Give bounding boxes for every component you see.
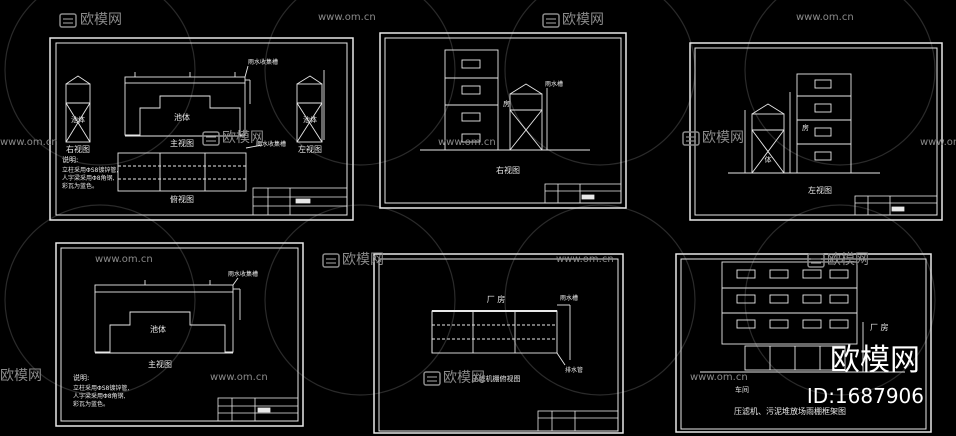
watermark-url: www.om.cn	[556, 254, 614, 265]
shed-frame	[744, 92, 791, 174]
sheet2-house-label: 房	[503, 99, 510, 108]
sheet5-drain-label: 排水管	[565, 366, 583, 374]
sheet4-note-title: 说明:	[73, 373, 89, 382]
sheet4-note-line-1: 立柱采用ΦS8镀锌管,	[73, 384, 129, 392]
watermark-logo-text: 欧模网	[562, 12, 604, 28]
sheet1-note-line-2: 人字梁采用Φ8角钢,	[62, 174, 115, 182]
watermark-logo-text: 欧模网	[342, 252, 384, 268]
watermark-logo-text: 欧模网	[222, 130, 264, 146]
watermark-url: www.om.cn	[0, 137, 58, 148]
sheet2-view-label: 右视图	[496, 165, 520, 175]
sheet1-gutter-label: 雨水收集槽	[248, 58, 278, 66]
sheet5-rain-label: 雨水槽	[560, 294, 578, 302]
sheet4-main-view-label: 主视图	[148, 359, 172, 369]
title-block	[252, 187, 348, 216]
watermark-url: www.om.cn	[438, 137, 496, 148]
sheet6-title-label: 压滤机、污泥堆放场雨棚框架图	[734, 406, 846, 416]
sheet4-tank-label: 池体	[150, 324, 166, 334]
sheet5-view-label: 压滤机棚俯视图	[472, 374, 521, 383]
sheet-6	[675, 253, 932, 433]
watermark-1: 欧模网	[59, 12, 122, 28]
sheet1-tank-left-label: 池体	[71, 115, 85, 124]
brand-id-text: ID:1687906	[807, 384, 924, 408]
sheet3-house-label: 房	[802, 123, 809, 132]
sheet5-factory-label: 厂 房	[487, 294, 506, 304]
sheet1-note-title: 说明:	[62, 155, 78, 164]
watermark-url: www.om.cn	[210, 372, 268, 383]
title-block	[537, 410, 619, 432]
watermark-logo-text: 欧模网	[443, 370, 485, 386]
watermark-5: 欧模网	[322, 252, 384, 268]
sheet1-gutter2-label: 雨水收集槽	[256, 140, 286, 148]
sheet1-note-line-3: 彩瓦为蓝色。	[62, 182, 98, 190]
sheet1-tank-label: 池体	[174, 112, 190, 122]
main-view-drawing	[124, 65, 251, 137]
watermark-url: www.om.cn	[920, 137, 956, 148]
watermark-4: 欧模网	[682, 130, 744, 146]
title-block	[217, 397, 299, 422]
watermark-logo-text: 欧模网	[702, 130, 744, 146]
watermark-logo-text: 欧模网	[827, 252, 869, 268]
watermark-url: www.om.cn	[796, 12, 854, 23]
shed-frame	[509, 83, 548, 151]
title-block	[854, 195, 938, 216]
building-elevation	[444, 49, 499, 151]
sheet1-right-view-label: 右视图	[66, 144, 90, 154]
watermark-6: 欧模网	[807, 252, 869, 268]
watermark-circles	[4, 0, 936, 396]
watermark-7: 欧模网	[423, 370, 485, 386]
main-view-drawing	[94, 277, 241, 354]
watermark-3: 欧模网	[202, 130, 264, 146]
sheet3-tank-label: 体	[765, 155, 772, 164]
shed-elevation	[744, 322, 864, 372]
sheet3-view-label: 左视图	[808, 185, 832, 195]
sheet4-gutter-label: 雨水收集槽	[228, 270, 258, 278]
sheet-1	[49, 37, 354, 221]
sheet4-note-line-2: 人字梁采用Φ8角钢,	[73, 392, 126, 400]
title-block	[544, 183, 622, 204]
building-elevation	[721, 261, 858, 345]
watermark-url: www.om.cn	[95, 254, 153, 265]
left-view-drawing	[296, 70, 325, 143]
sheet4-note-line-3: 彩瓦为蓝色。	[73, 400, 109, 408]
sheet1-top-view-label: 俯视图	[170, 194, 194, 204]
watermark-url: www.om.cn	[690, 372, 748, 383]
building-elevation	[796, 73, 852, 174]
brand-watermark-large: 欧模网	[830, 343, 920, 378]
watermark-url: www.om.cn	[318, 12, 376, 23]
sheet6-factory-label: 厂 房	[870, 322, 889, 332]
sheet2-rain-label: 雨水槽	[545, 80, 563, 88]
shed-plan	[431, 304, 571, 366]
sheet1-left-view-label: 左视图	[298, 144, 322, 154]
sheet6-workshop-label: 车间	[735, 385, 749, 394]
sheet1-main-view-label: 主视图	[170, 138, 194, 148]
watermark-logo-text: 欧模网	[0, 368, 42, 384]
watermark-2: 欧模网	[542, 12, 604, 28]
watermark-logo-text: 欧模网	[80, 12, 122, 28]
sheet1-note-line-1: 立柱采用ΦS8镀锌管,	[62, 166, 118, 174]
watermark-layer: 欧模网 www.om.cn 欧模网 www.om.cn www.om.cn 欧模…	[0, 12, 956, 386]
sheet-3	[689, 42, 943, 221]
sheet-2	[379, 32, 627, 209]
sheet-4	[55, 242, 304, 427]
sheet-5	[373, 253, 624, 434]
top-view-drawing	[117, 144, 263, 192]
sheet1-tank-right-label: 池体	[303, 115, 317, 124]
right-view-drawing	[65, 75, 91, 143]
